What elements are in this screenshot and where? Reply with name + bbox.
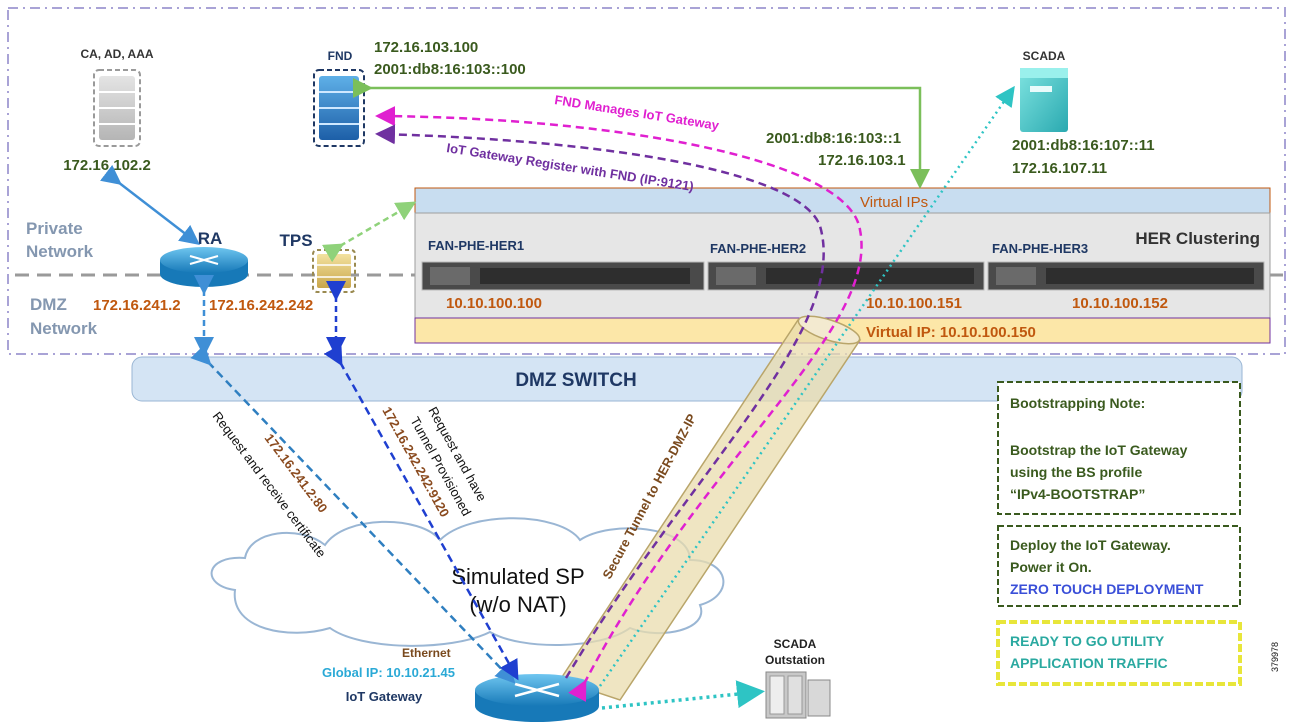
bootstrap-note-line-1: Bootstrap the IoT Gateway <box>1010 442 1188 458</box>
her1-ip: 10.10.100.100 <box>446 295 542 312</box>
zone-dmz-label-1: DMZ <box>30 295 67 314</box>
ca-server-icon <box>93 69 141 147</box>
fnd-ipv6: 2001:db8:16:103::100 <box>374 61 526 78</box>
ca-ip: 172.16.102.2 <box>63 157 151 174</box>
scada-ipv6: 2001:db8:16:107::11 <box>1012 137 1155 154</box>
scada-traffic-flow <box>598 85 1015 687</box>
ra-ip: 172.16.241.2 <box>93 297 181 314</box>
scada-ipv4: 172.16.107.11 <box>1012 160 1107 177</box>
ca-ra-link <box>100 164 200 246</box>
zone-private-label-2: Network <box>26 242 94 261</box>
ca-label: CA, AD, AAA <box>80 47 153 61</box>
her-clustering-label: HER Clustering <box>1135 229 1260 248</box>
deploy-note-line-2: Power it On. <box>1010 559 1092 575</box>
her2-label: FAN-PHE-HER2 <box>710 241 806 256</box>
fnd-manages-flow <box>375 106 863 702</box>
her3-label: FAN-PHE-HER3 <box>992 241 1088 256</box>
gateway-register-flow <box>375 124 825 679</box>
tps-server-icon <box>312 249 356 293</box>
cloud-label-1: Simulated SP <box>451 564 584 589</box>
figure-id: 379978 <box>1270 642 1280 672</box>
scada-outstation-label-1: SCADA <box>774 637 817 651</box>
ra-flow-ip-label: 172.16.241.2:80 <box>262 431 331 516</box>
fnd-her-link <box>353 78 930 189</box>
bootstrap-note-line-3: “IPv4-BOOTSTRAP” <box>1010 486 1145 502</box>
secure-tunnel-tube <box>558 315 862 701</box>
scada-outstation-icon <box>765 671 831 719</box>
ra-router-icon <box>160 247 248 287</box>
datacenter-boundary <box>7 7 1286 355</box>
bootstrap-note-box <box>997 381 1241 515</box>
deploy-note-box <box>997 525 1241 607</box>
deploy-note-line-1: Deploy the IoT Gateway. <box>1010 537 1171 553</box>
tps-her-link <box>322 201 417 263</box>
scada-outstation-link <box>601 680 765 710</box>
her-ipv4: 172.16.103.1 <box>818 152 906 169</box>
scada-label: SCADA <box>1023 49 1066 63</box>
iot-gateway-label: IoT Gateway <box>346 689 423 704</box>
global-ip-label: Global IP: 10.10.21.45 <box>322 665 455 680</box>
tps-ip: 172.16.242.242 <box>209 297 313 314</box>
virtual-ip-label: Virtual IP: 10.10.100.150 <box>866 324 1036 341</box>
dmz-switch-label: DMZ SWITCH <box>515 370 636 391</box>
scada-outstation-label-2: Outstation <box>765 653 825 667</box>
bootstrap-note-title: Bootstrapping Note: <box>1010 395 1145 411</box>
her3-ip: 10.10.100.152 <box>1072 295 1168 312</box>
fnd-label: FND <box>328 49 353 63</box>
deploy-note-line-3: ZERO TOUCH DEPLOYMENT <box>1010 581 1204 597</box>
virtual-ips-label: Virtual IPs <box>860 194 928 211</box>
tps-label: TPS <box>279 231 312 250</box>
her-ipv6: 2001:db8:16:103::1 <box>766 130 901 147</box>
her1-chassis-icon <box>421 261 705 291</box>
her2-ip: 10.10.100.151 <box>866 295 962 312</box>
ready-note-box <box>996 620 1242 686</box>
zone-private-label-1: Private <box>26 219 83 238</box>
ready-note-line-1: READY TO GO UTILITY <box>1010 633 1165 649</box>
iot-gateway-router-icon <box>475 674 599 722</box>
register-label: IoT Gateway Register with FND (IP:9121) <box>446 140 695 194</box>
zone-dmz-label-2: Network <box>30 319 98 338</box>
scada-server-icon <box>1020 68 1068 132</box>
ready-note-line-2: APPLICATION TRAFFIC <box>1010 655 1168 671</box>
ra-label: RA <box>198 229 223 248</box>
cloud-label-2: (w/o NAT) <box>469 592 566 617</box>
fnd-ipv4: 172.16.103.100 <box>374 39 478 56</box>
fnd-server-icon <box>313 69 365 147</box>
her1-label: FAN-PHE-HER1 <box>428 238 524 253</box>
bootstrap-note-line-2: using the BS profile <box>1010 464 1142 480</box>
her2-chassis-icon <box>707 261 985 291</box>
ethernet-label: Ethernet <box>402 646 451 660</box>
her3-chassis-icon <box>987 261 1265 291</box>
